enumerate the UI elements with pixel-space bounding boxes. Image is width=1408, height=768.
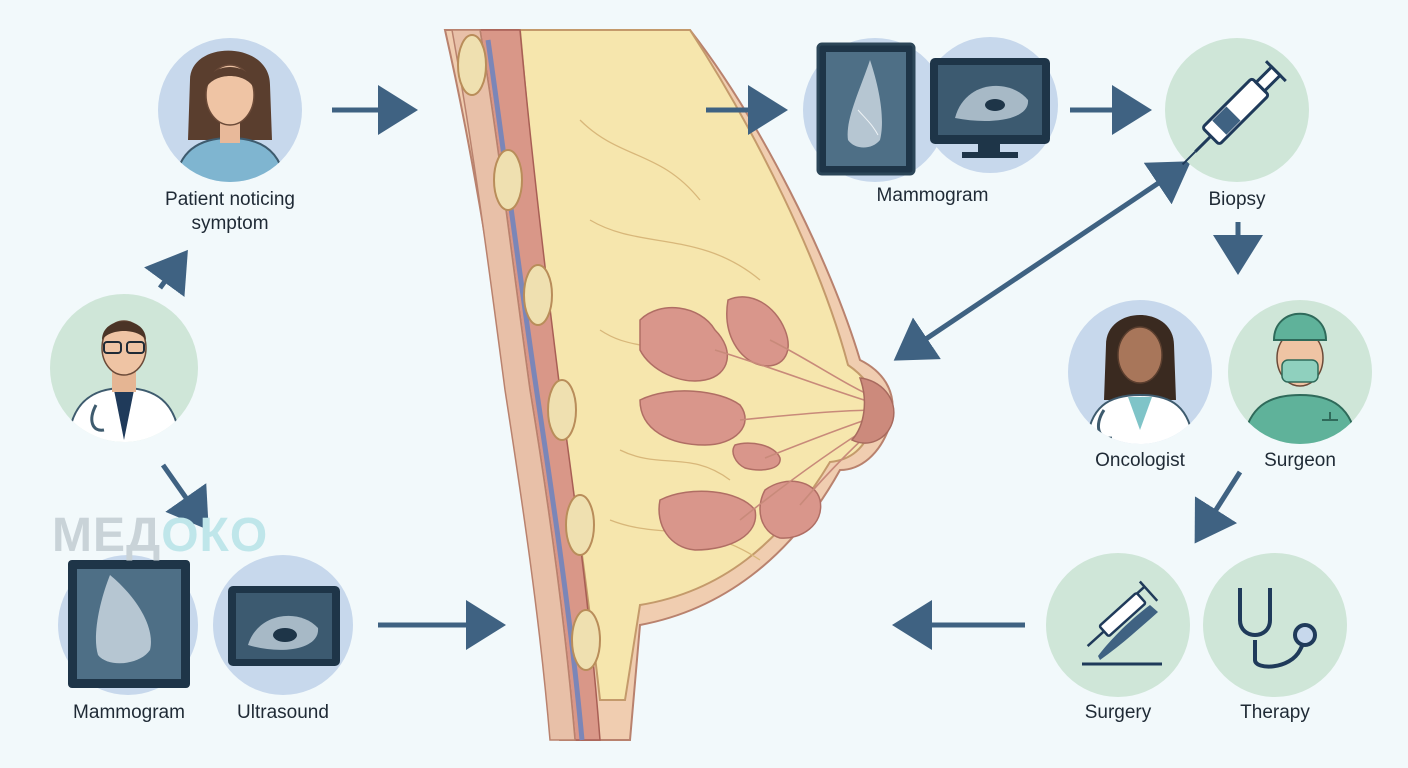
doctor-icon [50, 294, 198, 442]
label-biopsy: Biopsy [1208, 189, 1266, 210]
scalpel-syringe-icon [1046, 553, 1190, 697]
stethoscope-icon [1203, 553, 1347, 697]
mammogram-top-group [803, 37, 1058, 182]
syringe-icon [1165, 38, 1309, 182]
brand-logo: МЕДОКО [52, 508, 268, 563]
mammogram-icon [816, 42, 916, 176]
flow-arrows [144, 85, 1263, 650]
breast-anatomy [443, 29, 895, 741]
label-oncologist: Oncologist [1095, 450, 1185, 471]
label-ultrasound: Ultrasound [237, 702, 329, 723]
logo-part2: ОКО [161, 509, 269, 562]
label-surgery: Surgery [1084, 702, 1152, 723]
surgeon-icon [1228, 300, 1372, 444]
label-patient: Patient noticing symptom [165, 189, 295, 234]
arrow-doctor-to-imaging [160, 463, 209, 531]
mammogram-bottom-icon [58, 555, 198, 695]
ultrasound-icon [213, 555, 353, 695]
arrow-biopsy-breast-bidirectional [893, 161, 1191, 361]
patient-icon [158, 38, 302, 182]
label-surgeon: Surgeon [1264, 450, 1336, 471]
label-therapy: Therapy [1240, 702, 1310, 723]
ultrasound-monitor-icon [930, 58, 1050, 158]
arrow-surgeon-to-treatment [1194, 470, 1243, 544]
label-mammogram-bottom: Mammogram [73, 702, 185, 723]
arrow-doctor-to-patient [144, 249, 188, 297]
logo-part1: МЕД [52, 509, 162, 562]
label-mammogram-top: Mammogram [876, 185, 989, 206]
oncologist-icon [1068, 300, 1212, 444]
